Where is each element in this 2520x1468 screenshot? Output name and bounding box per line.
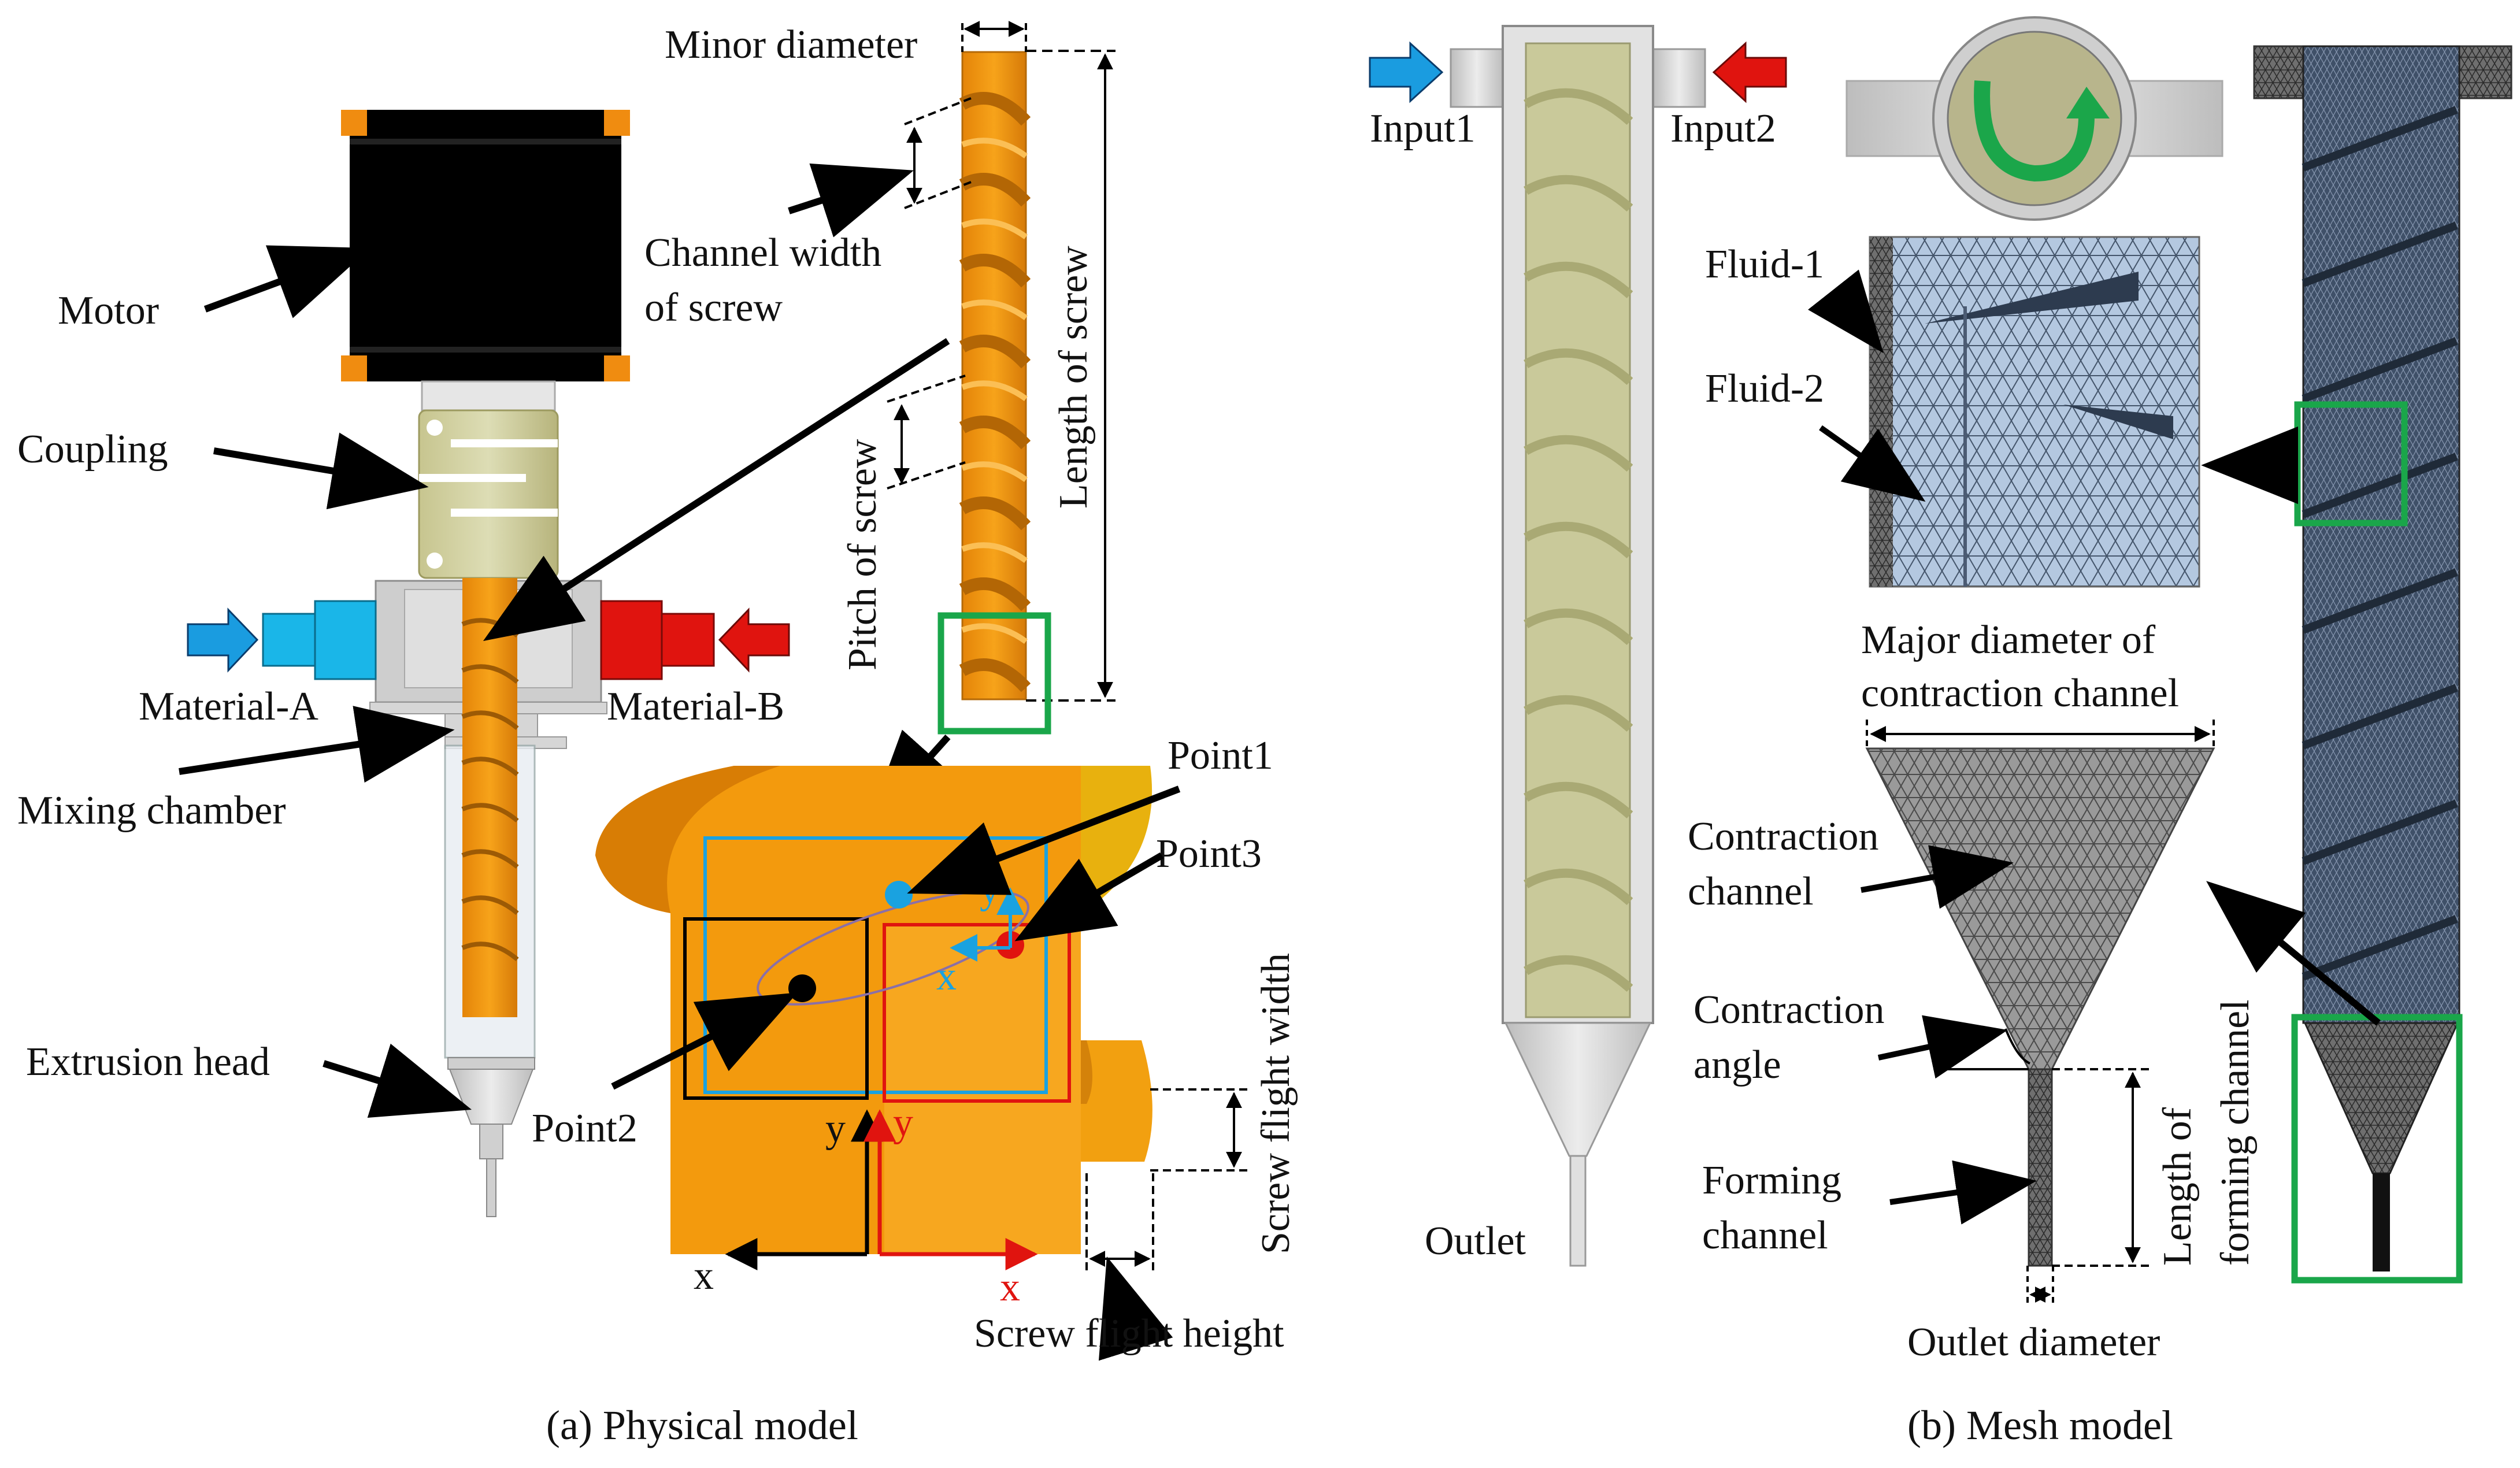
label-axis-x-red: x [1000,1265,1020,1310]
domain-box-black [683,917,869,1100]
screw-highlight-box [937,612,1051,735]
label-contraction-channel-2: channel [1688,869,1814,914]
flight-height-leader [1098,1256,1173,1361]
panel-a: Motor Coupling Material-A Material-B Mix… [17,21,1298,1448]
label-extrusion-head: Extrusion head [26,1040,270,1084]
label-axis-y-blue: y [980,868,1000,912]
label-length-of-screw: Length of screw [1051,246,1096,509]
forming-channel-leader [1889,1160,2037,1225]
label-axis-x-black: x [694,1254,714,1298]
motor-shape [341,110,630,381]
point2-marker [788,974,816,1002]
input2-arrow [1712,41,1787,103]
label-screw-flight-height: Screw flight height [974,1311,1284,1356]
label-input1: Input1 [1370,106,1476,151]
label-outlet-diameter: Outlet diameter [1907,1320,2160,1365]
fluid-mesh-inset [1869,236,2200,588]
label-axis-y-red: y [893,1100,913,1145]
label-contraction-angle-1: Contraction [1693,988,1884,1032]
material-b-inlet [600,600,790,680]
contraction-channel-leader [1861,845,2014,909]
label-forming-channel-2: channel [1702,1213,1828,1258]
label-axis-x-blue: x [936,954,957,999]
label-fluid2: Fluid-2 [1705,366,1824,411]
label-material-b: Material-B [607,684,784,729]
input1-arrow [1369,41,1444,103]
caption-b: (b) Mesh model [1907,1402,2173,1448]
label-mixing-chamber: Mixing chamber [17,788,286,833]
tube-model [1450,25,1706,1267]
motor-shaft [421,380,556,412]
contraction-angle-arc [2004,1028,2030,1065]
label-major-diameter-2: contraction channel [1861,671,2179,716]
caption-a: (a) Physical model [546,1402,858,1448]
label-length-forming-2: forming channel [2213,999,2258,1266]
coupling-leader [213,432,429,510]
point1-leader [907,785,1181,895]
label-channel-width-2: of screw [644,286,783,330]
contraction-angle-leader [1877,1015,2008,1079]
fluid1-layer [1870,237,1893,587]
label-motor: Motor [58,288,159,333]
contraction-channel-mesh [1865,747,2215,1070]
label-point1: Point1 [1168,733,1273,778]
screw-detail [959,51,1031,700]
point2-leader [611,992,798,1090]
label-forming-channel-1: Forming [1702,1158,1841,1203]
label-point2: Point2 [532,1106,638,1151]
contraction-highlight-box [2291,1014,2463,1284]
coupling-shape [418,409,559,579]
fluid2-leader [1819,425,1926,502]
label-contraction-angle-2: angle [1693,1043,1781,1087]
cross-section-view [1845,16,2223,221]
contraction-zoom-leader [2206,881,2381,1026]
label-major-diameter-1: Major diameter of [1861,618,2156,662]
forming-channel-mesh [2028,1068,2053,1267]
domain-box-red [883,923,1071,1103]
fluid1-leader [1807,269,1884,353]
zoomed-screw-section [595,766,1152,1254]
label-channel-width-1: Channel width [644,231,881,275]
material-a-arrow [187,607,259,673]
label-fluid1: Fluid-1 [1705,242,1824,287]
material-a-inlet [187,600,377,680]
extrusion-head-shape [447,1057,535,1217]
label-coupling: Coupling [17,427,168,472]
label-point3: Point3 [1156,832,1262,876]
panel-b: Input1 Input2 Outlet Fluid-1 Fluid-2 Maj… [1369,16,2512,1448]
domain-box-blue [703,836,1048,1094]
inset-flight-2 [2063,405,2173,439]
label-input2: Input2 [1670,106,1776,151]
full-mesh-column [2253,45,2512,1271]
material-b-arrow [718,607,790,673]
label-axis-y-black: y [825,1106,846,1151]
label-contraction-channel-1: Contraction [1688,814,1878,859]
inset-flight-1 [1925,272,2139,324]
label-material-a: Material-A [139,684,318,729]
label-pitch-of-screw: Pitch of screw [840,439,885,670]
flow-direction-arrow [1974,80,2095,182]
label-length-forming-1: Length of [2155,1107,2200,1266]
point3-leader [1014,852,1164,941]
label-minor-diameter: Minor diameter [665,23,917,67]
mixing-screw [461,578,519,1017]
screw-leader [483,338,950,642]
point1-marker [885,881,913,909]
motor-leader [203,245,370,318]
label-outlet: Outlet [1425,1219,1526,1263]
extrusion-head-leader [323,1043,472,1118]
label-screw-flight-width: Screw flight width [1254,953,1298,1254]
mixing-chamber-leader [179,706,455,783]
channel-width-leader [788,163,914,238]
